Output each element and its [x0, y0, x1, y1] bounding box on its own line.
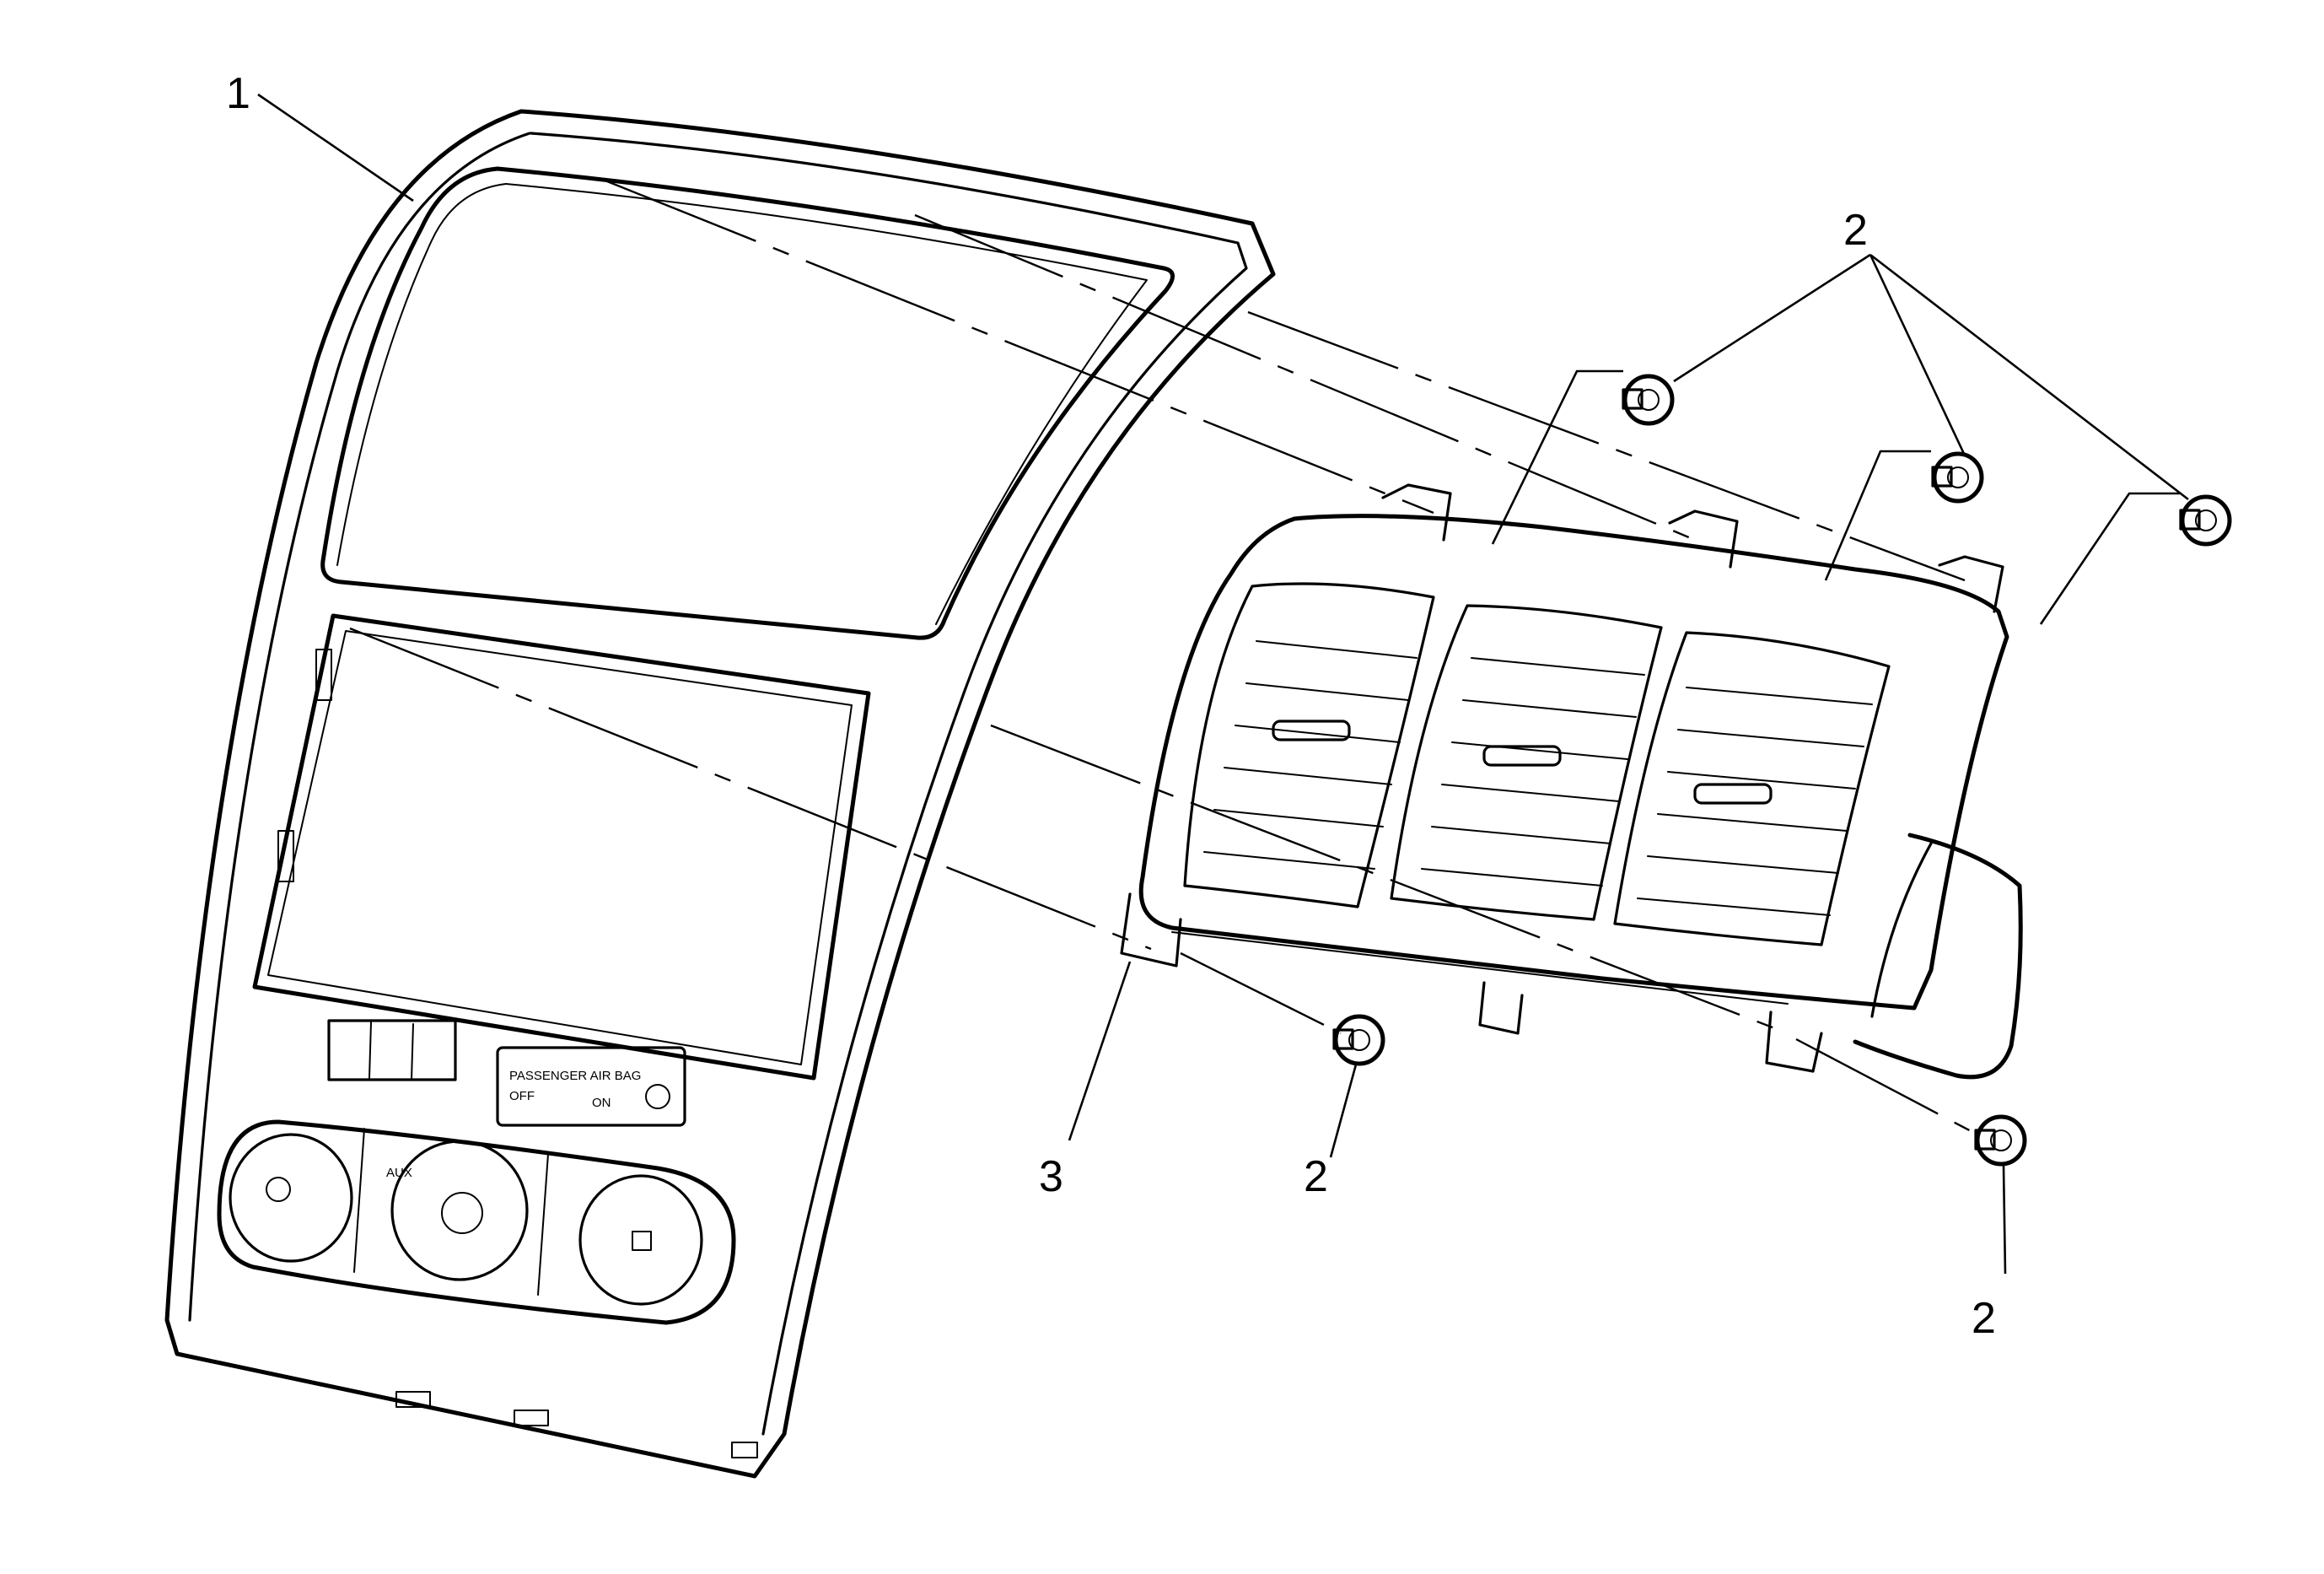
- fastener-top-right: [2179, 494, 2232, 547]
- fastener-top-left: [1622, 374, 1675, 426]
- mode-knob: [578, 1174, 703, 1306]
- climate-control-panel: AUX: [217, 1119, 736, 1325]
- switch-buttons: [327, 1019, 457, 1081]
- alignment-lines: [349, 180, 2180, 1136]
- airbag-off-label: OFF: [509, 1089, 535, 1103]
- vent-louvers-right: [1637, 687, 1873, 916]
- fastener-top-middle: [1931, 451, 1984, 504]
- fastener-bottom-center: [1332, 1014, 1385, 1066]
- callout-2-bottom-center: 2: [1304, 1152, 1328, 1201]
- temperature-knob-left: [229, 1133, 353, 1263]
- airbag-indicator-label: PASSENGER AIR BAG: [509, 1069, 641, 1083]
- callout-1: 1: [226, 69, 250, 118]
- defrost-icon: [632, 1231, 652, 1251]
- airbag-indicator: PASSENGER AIR BAG OFF ON: [496, 1046, 686, 1127]
- airbag-on-label: ON: [592, 1096, 611, 1110]
- callout-leaders: [257, 93, 2189, 1275]
- fan-icon: [266, 1177, 291, 1202]
- callout-2-top: 2: [1843, 206, 1868, 255]
- instrument-panel-bezel: PASSENGER AIR BAG OFF ON AUX: [164, 109, 1276, 1479]
- fastener-bottom-right: [1974, 1114, 2027, 1167]
- callout-3: 3: [1039, 1152, 1063, 1201]
- aux-button-label: AUX: [386, 1166, 412, 1180]
- vent-louvers-left: [1203, 640, 1418, 870]
- vent-louvers-center: [1421, 657, 1645, 887]
- fan-speed-knob: [390, 1140, 529, 1281]
- callout-2-bottom-right: 2: [1972, 1294, 1996, 1343]
- air-vent-assembly: [1120, 483, 2023, 1080]
- occupant-icon: [645, 1084, 670, 1109]
